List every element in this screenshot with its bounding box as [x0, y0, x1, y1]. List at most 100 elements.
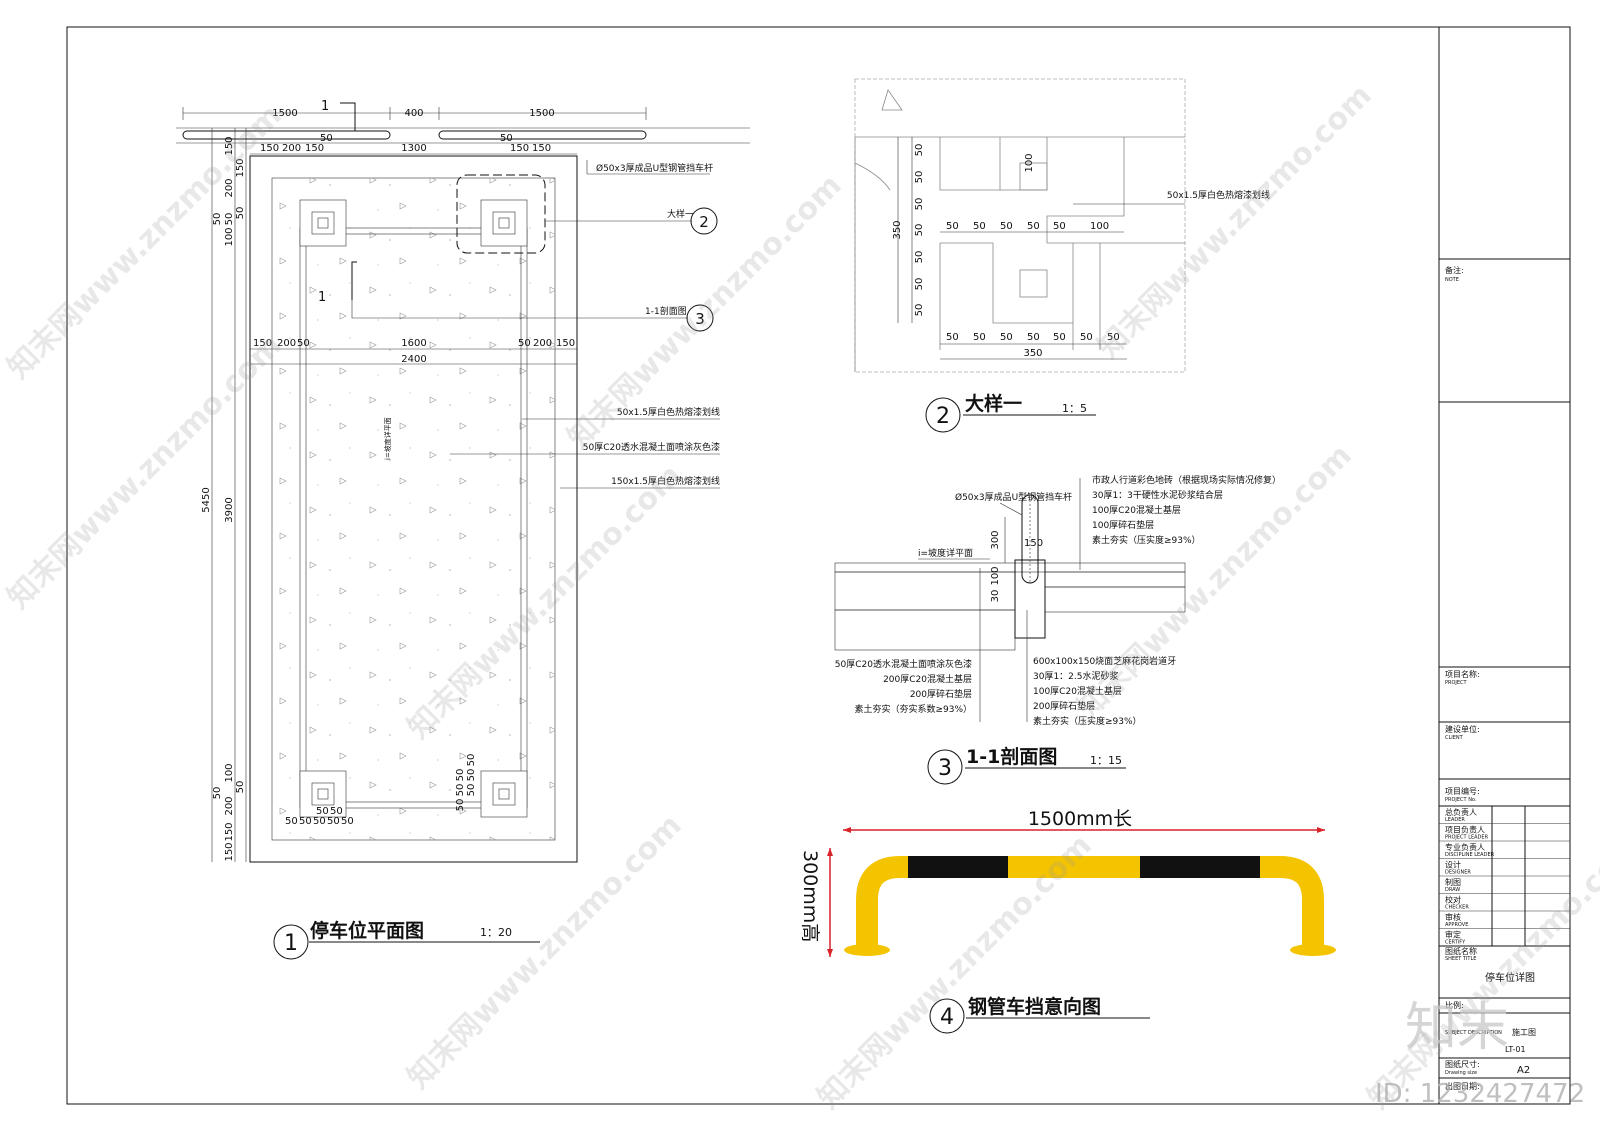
plan-dim-50-b: 50 [500, 133, 513, 144]
plan-dim-r3-3: 50 [297, 338, 310, 349]
detail-note: 50x1.5厚白色热熔漆划线 [1167, 189, 1270, 201]
plan-dim-b-5: 50 [341, 816, 354, 827]
detail-dim-b-total: 350 [1023, 348, 1042, 359]
plan-dim-r3-7: 150 [556, 338, 575, 349]
tb-role-cn: 项目负责人 [1445, 825, 1485, 835]
tb-role-en: DESIGNER [1445, 870, 1471, 876]
sheet-border [66, 26, 1571, 1105]
plan-note-concrete: 50厚C20透水混凝土面喷涂灰色漆 [583, 441, 720, 453]
barrier-illustration: 1500mm长 300mm高 4 钢管车挡意向图 [799, 808, 1336, 1034]
tb-project-en: PROJECT [1445, 680, 1468, 686]
plan-dim-r2-6: 150 [532, 143, 551, 154]
detail-dim-m-1: 50 [946, 221, 959, 232]
plan-dim-lt-4: 50 [212, 213, 223, 226]
tb-scale-cn: 比例: [1445, 1000, 1464, 1010]
tb-client-cn: 建设单位: [1445, 724, 1480, 734]
watermark-logo: 知末 [1405, 998, 1509, 1058]
section-note-pipe: Ø50x3厚成品U型钢管挡车杆 [955, 491, 1072, 503]
plan-dim-lt-5: 50 [224, 213, 235, 226]
plan-callout-no-3: 3 [695, 310, 705, 328]
barrier-pipe [856, 856, 1324, 948]
section-rt-3: 100厚C20混凝土基层 [1092, 504, 1181, 516]
plan-slope-label: i=坡度详平面 [383, 417, 392, 460]
plan-dim-b-3: 50 [313, 816, 326, 827]
plan-dim-lb-4: 200 [224, 796, 235, 815]
tb-role-cn: 设计 [1445, 860, 1461, 870]
plan-note-line: 50x1.5厚白色热熔漆划线 [617, 406, 720, 418]
tb-role-en: APPROVE [1445, 922, 1468, 928]
plan-pipe-left [182, 130, 391, 140]
barrier-black-bands [908, 856, 1260, 878]
plan-callout-label-2: 大样一 [667, 208, 694, 220]
plan-dim-br-4: 50 [466, 754, 477, 767]
plan-section-mark-mid: 1 [318, 290, 326, 305]
plan-callout-circle-2 [690, 207, 718, 235]
tb-role-en: CHECKER [1445, 905, 1469, 911]
tb-role-en: LEADER [1445, 817, 1465, 823]
plan-dim-lt-1: 150 [224, 136, 235, 155]
section-rb-2: 30厚1：2.5水泥砂浆 [1033, 670, 1119, 682]
detail-dim-l-6: 50 [914, 278, 925, 291]
title-block: 备注: NOTE 项目名称: PROJECT 建设单位: CLIENT 项目编号… [1439, 258, 1570, 1091]
detail-title: 大样一 [965, 392, 1022, 415]
detail-dim-m-2: 50 [973, 221, 986, 232]
plan-scale: 1：20 [480, 926, 512, 939]
section-rb-1: 600x100x150烧面芝麻花岗岩道牙 [1033, 655, 1176, 667]
plan-dim-50-a: 50 [320, 133, 333, 144]
detail-dim-b-6: 50 [1080, 332, 1093, 343]
plan-dim-r3-1: 150 [253, 338, 272, 349]
detail-dim-m-3: 50 [1000, 221, 1013, 232]
plan-dim-r3-5: 50 [518, 338, 531, 349]
section-pipe-post [1021, 494, 1039, 584]
plan-section-mark-top: 1 [321, 99, 329, 114]
watermark-text: 知末网www.znzmo.com [401, 808, 689, 1096]
section-dim-150: 150 [1024, 538, 1043, 549]
plan-title-number: 1 [284, 931, 298, 956]
plan-dim-top-2: 400 [404, 108, 423, 119]
section-dim-30: 30 [990, 590, 1001, 603]
detail-dim-b-7: 50 [1107, 332, 1120, 343]
tb-project-cn: 项目名称: [1445, 669, 1480, 679]
plan-dim-br-6: 50 [466, 784, 477, 797]
plan-dim-r2-3: 150 [305, 143, 324, 154]
tb-role-cn: 专业负责人 [1445, 842, 1485, 852]
watermark-text: 知末网www.znzmo.com [1, 328, 289, 616]
section-slope: i=坡度详平面 [918, 547, 973, 559]
watermark-id: ID: 1232427472 [1375, 1079, 1585, 1109]
tb-role-cn: 审核 [1445, 912, 1461, 922]
plan-dim-r2-4: 1300 [401, 143, 426, 154]
section-dim-300: 300 [990, 530, 1001, 549]
tb-note-en: NOTE [1445, 277, 1459, 283]
plan-dim-b-6: 50 [316, 806, 329, 817]
tb-sheet-no: LT-01 [1505, 1045, 1526, 1054]
plan-detail-callout-box [456, 174, 546, 254]
section-rb-4: 200厚碎石垫层 [1033, 700, 1095, 712]
section-lb-1: 50厚C20透水混凝土面喷涂灰色漆 [835, 658, 972, 670]
plan-dim-r3-2: 200 [277, 338, 296, 349]
tb-sheet-title-cn: 图纸名称 [1445, 946, 1477, 956]
detail-dim-l-4: 50 [914, 224, 925, 237]
plan-dim-lb-6: 150 [224, 842, 235, 861]
section-rb-5: 素土夯实（压实度≥93%） [1033, 715, 1142, 727]
plan-dim-b-7: 50 [330, 806, 343, 817]
tb-desc-label: SUBJECT DESCRIPTION [1445, 1030, 1502, 1036]
barrier-length-label: 1500mm长 [1028, 808, 1132, 830]
tb-projno-cn: 项目编号: [1445, 786, 1480, 796]
section-surface-layer [834, 562, 1186, 573]
tb-role-cn: 总负责人 [1445, 807, 1477, 817]
detail-hui-pattern [854, 137, 1185, 350]
barrier-foot-left [844, 944, 890, 956]
plan-pipe-right [438, 130, 647, 140]
plan-callout-label-3: 1-1剖面图 [645, 305, 687, 317]
tb-client-en: CLIENT [1445, 735, 1464, 741]
plan-dim-r3-6: 200 [533, 338, 552, 349]
plan-dim-lb-2: 50 [235, 781, 246, 794]
tb-size-value: A2 [1517, 1065, 1530, 1076]
watermark-text: 知末网www.znzmo.com [1, 98, 289, 386]
plan-dim-lt-2: 150 [235, 158, 246, 177]
section-lb-4: 素土夯实（夯实系数≥93%） [854, 703, 972, 715]
detail-dim-m-6: 100 [1090, 221, 1109, 232]
plan-dim-left-inner: 3900 [224, 497, 235, 522]
plan-dim-lt-6: 100 [224, 227, 235, 246]
watermark-layer: 知末网www.znzmo.com 知末网www.znzmo.com 知末网www… [1, 78, 1600, 1116]
